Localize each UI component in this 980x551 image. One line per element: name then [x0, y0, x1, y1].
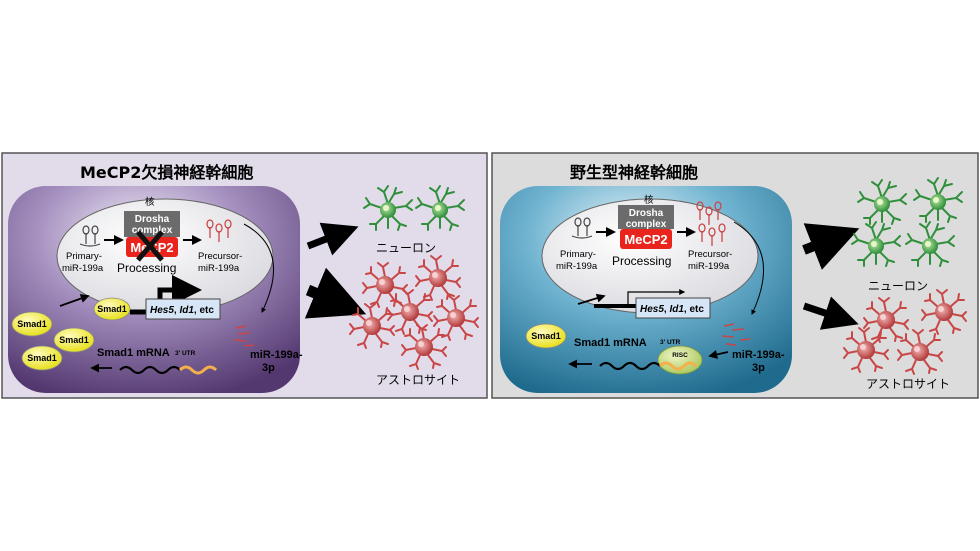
- right-import-arrow: [577, 293, 606, 305]
- right-panel: 野生型神経幹細胞 核 Primary- miR-199a Drosha comp…: [491, 152, 979, 399]
- right-primary-mirna-icon: [571, 217, 593, 239]
- right-mrna-label: Smad1 mRNA: [574, 337, 647, 349]
- left-gene-label: Hes5, Id1, etc: [150, 305, 214, 316]
- right-utr-strand: [658, 361, 698, 371]
- right-precursor-label-1: Precursor-: [688, 249, 732, 260]
- right-utr-label: 3' UTR: [660, 339, 681, 346]
- left-astrocyte-fate-arrow: [304, 267, 367, 319]
- left-processing-label: Processing: [117, 261, 176, 275]
- left-panel: MeCP2欠損神経幹細胞 核 Primary- miR-199a Drosha …: [1, 152, 488, 399]
- right-smad1-protein: Smad1: [525, 323, 567, 349]
- left-smad1-bound: Smad1: [93, 297, 131, 321]
- left-smad1-protein-2: Smad1: [53, 327, 95, 353]
- right-astrocyte-label: アストロサイト: [866, 377, 950, 391]
- left-neuron-label: ニューロン: [376, 241, 436, 255]
- right-export-arrow: [733, 221, 765, 315]
- left-utr-label: 3' UTR: [175, 350, 196, 357]
- right-astrocyte-fate-arrow: [802, 296, 859, 330]
- left-import-arrow: [59, 294, 90, 307]
- right-primary-label-1: Primary-: [560, 249, 596, 260]
- left-mir-label-2: 3p: [262, 362, 275, 374]
- left-astrocyte-label: アストロサイト: [376, 373, 460, 387]
- right-nucleus-label: 核: [644, 194, 654, 206]
- right-mirna-to-risc-arrow: [708, 350, 729, 359]
- svg-text:Smad1: Smad1: [27, 353, 57, 363]
- right-neuron-label: ニューロン: [868, 279, 928, 293]
- left-primary-label-1: Primary-: [66, 251, 102, 262]
- svg-text:Smad1: Smad1: [17, 319, 47, 329]
- right-drosha-box: [618, 205, 674, 229]
- right-drosha-label-1: Drosha: [629, 208, 664, 219]
- svg-text:Smad1: Smad1: [531, 331, 561, 341]
- right-drosha-label-2: complex: [626, 219, 667, 230]
- right-gene-label: Hes5, Id1, etc: [640, 304, 704, 315]
- left-deletion-x-icon: [136, 230, 164, 262]
- left-precursor-label-2: miR-199a: [198, 263, 240, 274]
- right-mecp2-label: MeCP2: [624, 232, 667, 247]
- right-mir-label-2: 3p: [752, 362, 765, 374]
- left-drosha-box: [124, 211, 180, 237]
- left-smad1-protein-1: Smad1: [11, 311, 53, 337]
- right-mecp2-box: [620, 229, 672, 249]
- left-export-arrow: [243, 223, 275, 313]
- left-utr-strand: [178, 365, 218, 375]
- left-mrna-label: Smad1 mRNA: [97, 347, 170, 359]
- right-processing-label: Processing: [612, 254, 671, 268]
- right-risc-complex: [657, 345, 703, 375]
- left-primary-mirna-icon: [79, 225, 101, 247]
- left-precursor-label-1: Precursor-: [198, 251, 242, 262]
- left-gene-box: [145, 298, 221, 320]
- left-nucleus-label: 核: [145, 196, 155, 208]
- left-neuron-fate-arrow: [306, 222, 359, 256]
- svg-text:Smad1: Smad1: [97, 304, 127, 314]
- left-drosha-label-2: complex: [132, 225, 173, 236]
- left-mrna-strand: [119, 365, 181, 375]
- left-mir-label-1: miR-199a-: [250, 349, 303, 361]
- right-neuron-fate-arrow: [802, 223, 860, 270]
- right-risc-label: RISC: [672, 352, 688, 359]
- right-panel-title: 野生型神経幹細胞: [570, 163, 698, 182]
- left-primary-label-2: miR-199a: [62, 263, 104, 274]
- left-mature-mirna-icon: [233, 325, 255, 347]
- right-mir-label-1: miR-199a-: [732, 349, 785, 361]
- right-mature-mirna-icon: [721, 323, 751, 346]
- left-smad1-protein-3: Smad1: [21, 345, 63, 371]
- right-gene-box: [635, 297, 711, 319]
- right-precursor-label-2: miR-199a: [688, 261, 730, 272]
- right-mrna-strand: [599, 361, 661, 371]
- svg-text:Smad1: Smad1: [59, 335, 89, 345]
- left-panel-title: MeCP2欠損神経幹細胞: [80, 163, 253, 182]
- left-drosha-label-1: Drosha: [135, 214, 170, 225]
- right-primary-label-2: miR-199a: [556, 261, 598, 272]
